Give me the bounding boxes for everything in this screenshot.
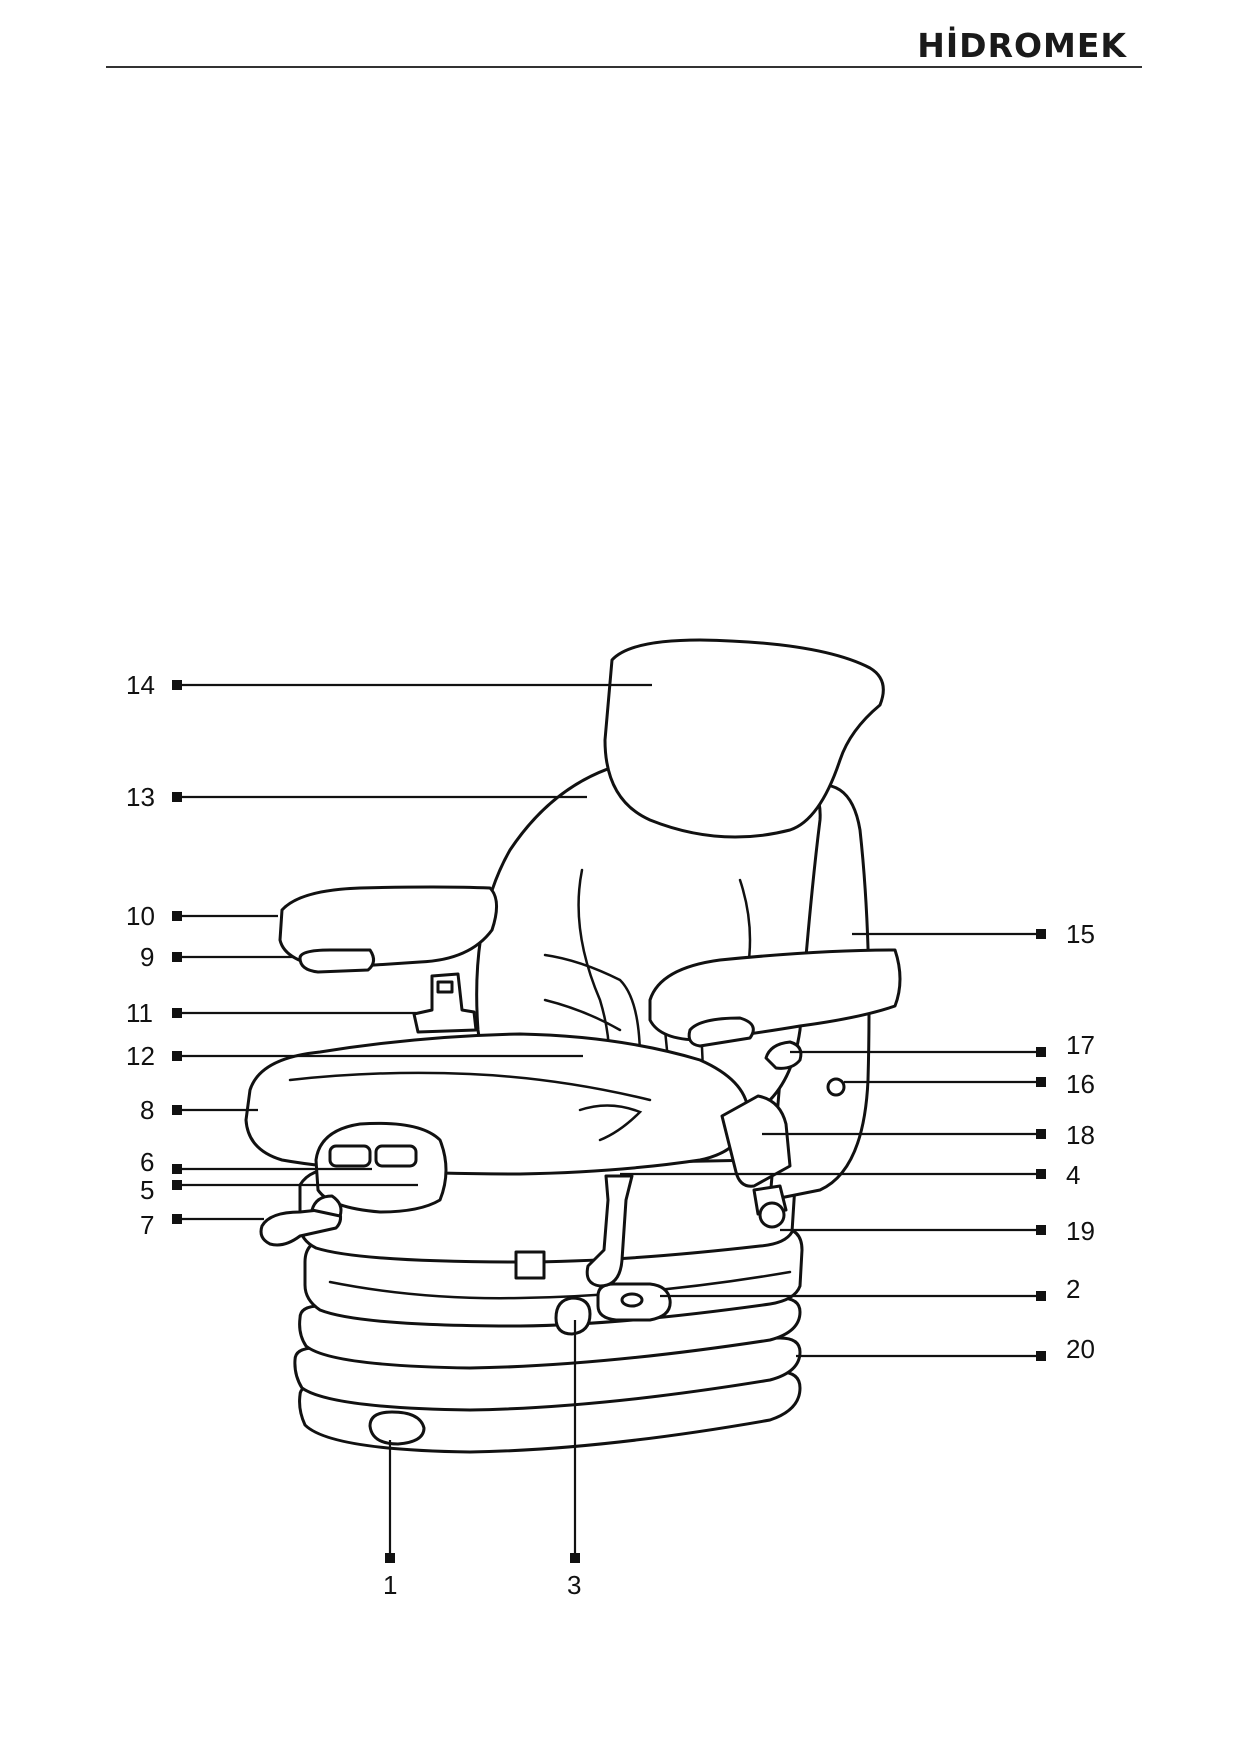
belt-buckle — [412, 972, 478, 1034]
callout-label-12: 12 — [126, 1041, 155, 1071]
callout-label-20: 20 — [1066, 1334, 1095, 1364]
callout-terminal-11 — [172, 1008, 182, 1018]
callout-label-2: 2 — [1066, 1274, 1080, 1304]
backrest-pivot — [758, 1201, 786, 1229]
weight-adjust-handle — [368, 1410, 426, 1446]
callout-terminal-4 — [1036, 1169, 1046, 1179]
callout-label-7: 7 — [140, 1210, 154, 1240]
recline-lever — [764, 1040, 803, 1070]
callout-terminal-13 — [172, 792, 182, 802]
callouts-left: 14 13 10 9 11 12 8 6 5 — [126, 670, 652, 1240]
callout-label-13: 13 — [126, 782, 155, 812]
callout-label-15: 15 — [1066, 919, 1095, 949]
callout-terminal-3 — [570, 1553, 580, 1563]
callout-terminal-5 — [172, 1180, 182, 1190]
callout-terminal-9 — [172, 952, 182, 962]
callout-terminal-16 — [1036, 1077, 1046, 1087]
callout-terminal-18 — [1036, 1129, 1046, 1139]
callout-terminal-20 — [1036, 1351, 1046, 1361]
callout-label-17: 17 — [1066, 1030, 1095, 1060]
seat-knob-16 — [826, 1077, 846, 1097]
callout-label-3: 3 — [567, 1570, 581, 1600]
callout-label-5: 5 — [140, 1175, 154, 1205]
callout-terminal-15 — [1036, 929, 1046, 939]
callout-label-14: 14 — [126, 670, 155, 700]
callout-terminal-2 — [1036, 1291, 1046, 1301]
callout-terminal-6 — [172, 1164, 182, 1174]
callout-label-11: 11 — [126, 998, 153, 1028]
callout-terminal-17 — [1036, 1047, 1046, 1057]
callout-terminal-12 — [172, 1051, 182, 1061]
callout-label-19: 19 — [1066, 1216, 1095, 1246]
callouts-bottom: 1 3 — [383, 1320, 581, 1600]
callout-label-1: 1 — [383, 1570, 397, 1600]
adjust-knob-3 — [554, 1296, 592, 1336]
belt-retractor — [720, 1094, 792, 1188]
callout-label-18: 18 — [1066, 1120, 1095, 1150]
callout-label-9: 9 — [140, 942, 154, 972]
callout-label-8: 8 — [140, 1095, 154, 1125]
slide-lever — [585, 1174, 634, 1288]
callouts-right: 15 17 16 18 4 19 2 20 — [620, 919, 1095, 1364]
brand-logo: HİDROMEK — [917, 26, 1127, 65]
headrest — [603, 638, 885, 839]
callout-terminal-14 — [172, 680, 182, 690]
callout-label-10: 10 — [126, 901, 155, 931]
seat-illustration — [244, 638, 902, 1454]
height-lever — [259, 1206, 343, 1247]
callout-label-4: 4 — [1066, 1160, 1080, 1190]
callout-label-16: 16 — [1066, 1069, 1095, 1099]
callout-terminal-10 — [172, 911, 182, 921]
callout-terminal-1 — [385, 1553, 395, 1563]
callout-terminal-19 — [1036, 1225, 1046, 1235]
header-rule — [106, 66, 1142, 68]
callout-terminal-8 — [172, 1105, 182, 1115]
callout-label-6: 6 — [140, 1147, 154, 1177]
callout-terminal-7 — [172, 1214, 182, 1224]
